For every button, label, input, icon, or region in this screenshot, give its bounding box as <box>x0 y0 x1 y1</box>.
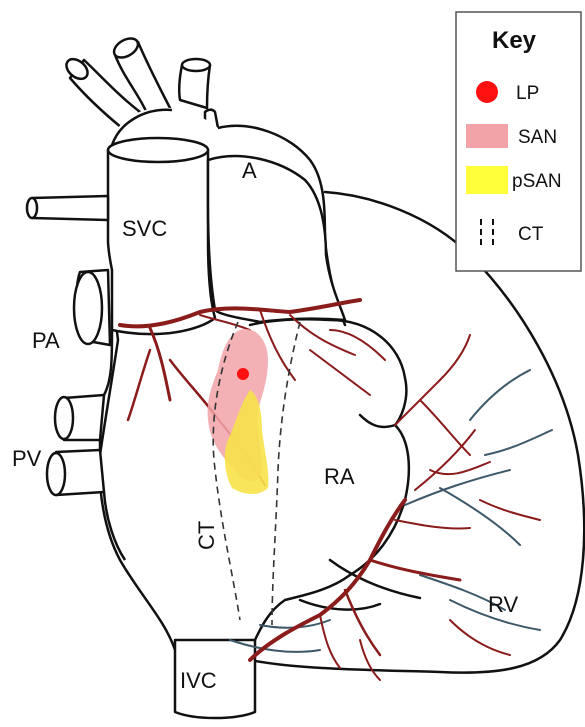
ascending-aorta <box>208 156 345 322</box>
label-rv: RV <box>488 592 518 617</box>
legend-key: Key LP SAN pSAN CT <box>456 12 581 271</box>
label-ct: CT <box>194 521 219 550</box>
legend-psan-swatch <box>466 166 508 194</box>
superior-vena-cava <box>108 150 215 334</box>
label-pa: PA <box>32 328 60 353</box>
pa-opening <box>74 272 102 344</box>
svc-opening <box>108 138 208 162</box>
legend-title: Key <box>492 27 537 54</box>
label-ivc: IVC <box>180 668 217 693</box>
vein-stub <box>29 196 108 220</box>
label-ra: RA <box>324 464 355 489</box>
legend-ct-label: CT <box>518 224 544 245</box>
legend-lp-swatch <box>476 81 498 103</box>
label-pv: PV <box>12 446 42 471</box>
label-a: A <box>242 158 257 183</box>
legend-psan-label: pSAN <box>512 171 562 192</box>
legend-lp-label: LP <box>516 83 539 104</box>
legend-san-swatch <box>466 124 508 148</box>
leading-pacemaker-dot <box>237 368 249 380</box>
legend-san-label: SAN <box>518 127 557 148</box>
label-svc: SVC <box>122 216 167 241</box>
